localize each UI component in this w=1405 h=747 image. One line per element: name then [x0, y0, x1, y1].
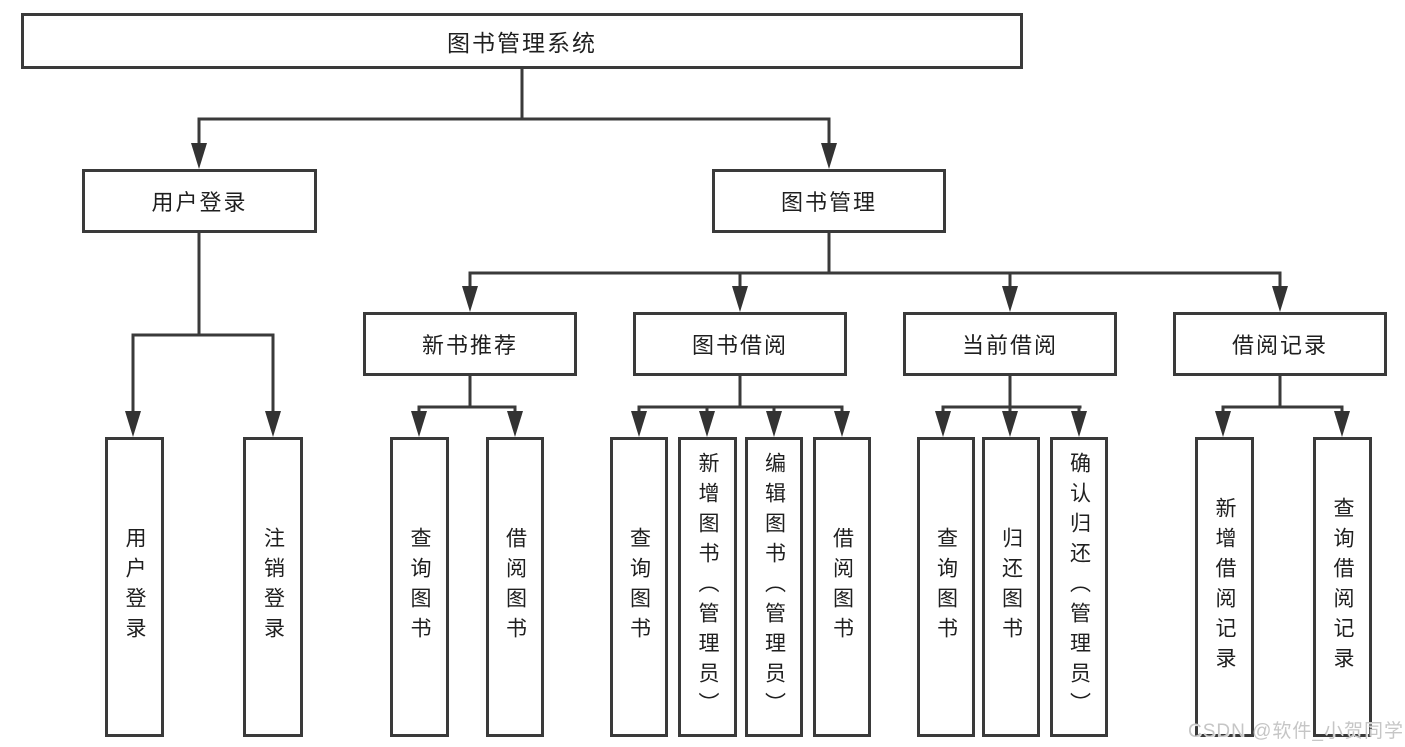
arrow-down-icon — [507, 411, 523, 437]
arrow-down-icon — [1002, 411, 1018, 437]
node-label: 用户登录 — [123, 527, 146, 647]
arrow-down-icon — [265, 411, 281, 437]
arrow-down-icon — [699, 411, 715, 437]
leaf-confirm-return-admin: 确认归还（管理员） — [1050, 437, 1108, 737]
node-current-borrow: 当前借阅 — [903, 312, 1117, 376]
node-book-borrow: 图书借阅 — [633, 312, 847, 376]
node-label: 图书管理 — [780, 190, 877, 215]
node-label: 编辑图书（管理员） — [762, 452, 786, 722]
arrow-down-icon — [191, 143, 207, 169]
arrow-down-icon — [1334, 411, 1350, 437]
arrow-down-icon — [462, 286, 478, 312]
node-label: 用户登录 — [151, 190, 248, 215]
node-label: 查询图书 — [408, 527, 431, 647]
node-book-management: 图书管理 — [712, 169, 946, 233]
leaf-borrow-books: 借阅图书 — [813, 437, 871, 737]
arrow-down-icon — [125, 411, 141, 437]
node-label: 归还图书 — [999, 527, 1023, 647]
node-label: 借阅图书 — [503, 527, 527, 647]
arrow-down-icon — [766, 411, 782, 437]
leaf-add-borrow-record: 新增借阅记录 — [1195, 437, 1254, 737]
node-borrow-records: 借阅记录 — [1173, 312, 1387, 376]
arrow-down-icon — [821, 143, 837, 169]
node-label: 确认归还（管理员） — [1067, 452, 1091, 722]
node-label: 图书管理系统 — [447, 30, 597, 56]
arrow-down-icon — [631, 411, 647, 437]
node-label: 新书推荐 — [421, 333, 518, 358]
node-label: 注销登录 — [261, 527, 285, 647]
node-label: 图书借阅 — [691, 333, 788, 358]
arrow-down-icon — [1002, 286, 1018, 312]
node-label: 当前借阅 — [961, 333, 1058, 358]
leaf-query-books-recommend: 查询图书 — [390, 437, 449, 737]
arrow-down-icon — [1272, 286, 1288, 312]
arrow-down-icon — [834, 411, 850, 437]
leaf-user-login: 用户登录 — [105, 437, 164, 737]
node-label: 新增图书（管理员） — [696, 452, 719, 722]
leaf-query-books-borrow: 查询图书 — [610, 437, 668, 737]
arrow-down-icon — [732, 286, 748, 312]
node-library-management-system: 图书管理系统 — [21, 13, 1023, 69]
node-label: 借阅图书 — [830, 527, 854, 647]
leaf-query-borrow-record: 查询借阅记录 — [1313, 437, 1372, 737]
arrowhead-icons — [125, 143, 1350, 437]
leaf-query-books-current: 查询图书 — [917, 437, 975, 737]
node-user-login: 用户登录 — [82, 169, 317, 233]
leaf-return-books: 归还图书 — [982, 437, 1040, 737]
leaf-borrow-books-recommend: 借阅图书 — [486, 437, 544, 737]
arrow-down-icon — [1071, 411, 1087, 437]
leaf-logout: 注销登录 — [243, 437, 303, 737]
arrow-down-icon — [411, 411, 427, 437]
leaf-add-books-admin: 新增图书（管理员） — [678, 437, 737, 737]
csdn-watermark: CSDN @软件_小贺同学 — [1188, 721, 1404, 742]
node-label: 查询图书 — [934, 527, 958, 647]
arrow-down-icon — [1215, 411, 1231, 437]
node-new-book-recommend: 新书推荐 — [363, 312, 577, 376]
node-label: 新增借阅记录 — [1213, 497, 1236, 677]
node-label: 查询借阅记录 — [1331, 497, 1354, 677]
arrow-down-icon — [935, 411, 951, 437]
node-label: 借阅记录 — [1231, 333, 1328, 358]
leaf-edit-books-admin: 编辑图书（管理员） — [745, 437, 803, 737]
node-label: 查询图书 — [627, 527, 651, 647]
